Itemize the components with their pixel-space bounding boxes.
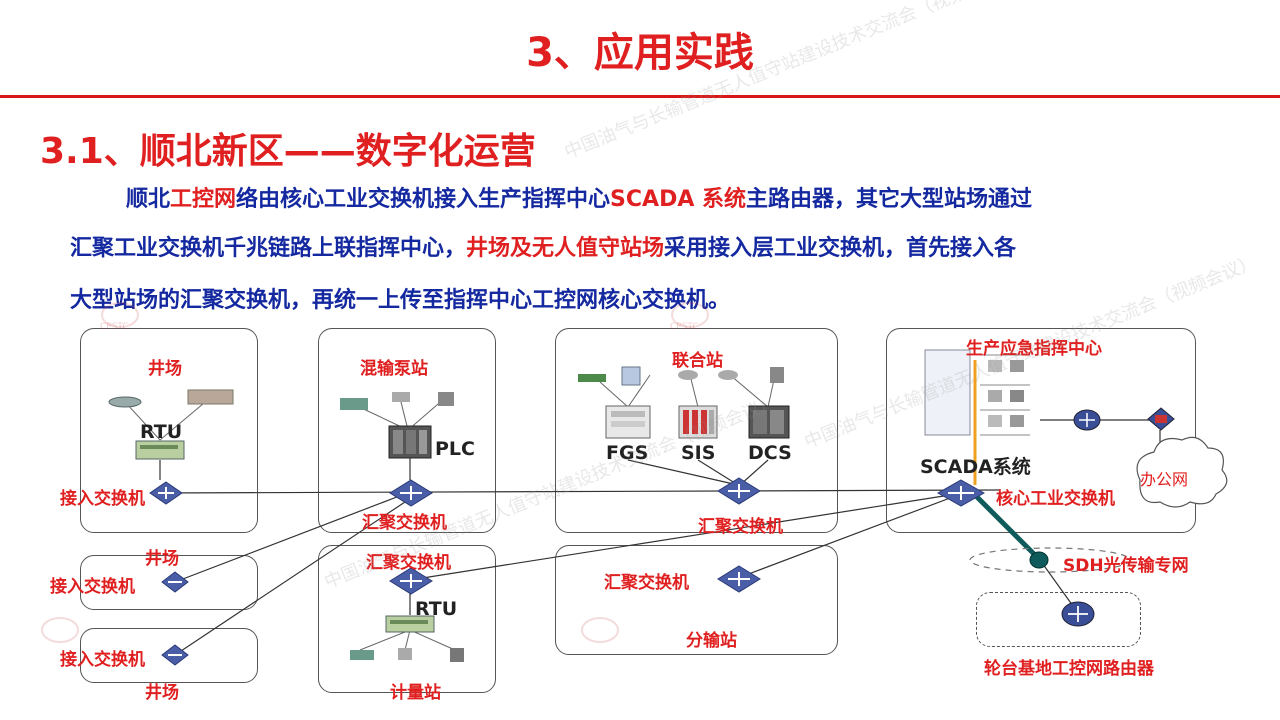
wellsite-3-switch-label: 接入交换机 xyxy=(60,650,145,670)
base-router-box xyxy=(976,592,1141,647)
sdh-network-label: SDH光传输专网 xyxy=(1063,556,1189,576)
wellsite-3-switch-icon xyxy=(161,644,189,666)
paragraph-segment: 大型站场的汇聚交换机，再统一上传至指挥中心工控网核心交换机。 xyxy=(70,288,731,313)
paragraph-segment: 汇聚工业交换机千兆链路上联指挥中心， xyxy=(70,236,467,261)
core-switch-icon xyxy=(936,479,986,507)
transfer-station-switch-label: 汇聚交换机 xyxy=(604,573,689,593)
paragraph-segment: SCADA 系统 xyxy=(610,187,747,212)
joint-aggregation-switch-icon xyxy=(717,477,761,505)
metering-rtu-icon xyxy=(385,615,435,633)
firewall-icon xyxy=(1147,407,1175,431)
paragraph-line-1: 顺北工控网络由核心工业交换机接入生产指挥中心SCADA 系统主路由器，其它大型站… xyxy=(126,181,1032,213)
command-center-box xyxy=(886,328,1196,533)
metering-station-switch-label: 汇聚交换机 xyxy=(366,553,451,573)
joint-station-box xyxy=(555,328,838,533)
joint-station-switch-label: 汇聚交换机 xyxy=(698,517,783,537)
scada-system-label: SCADA系统 xyxy=(920,456,1031,478)
joint-station-dcs-label: DCS xyxy=(748,442,792,464)
wellsite-3-box xyxy=(80,628,258,683)
core-switch-label: 核心工业交换机 xyxy=(996,489,1115,509)
paragraph-line-2: 汇聚工业交换机千兆链路上联指挥中心，井场及无人值守站场采用接入层工业交换机，首先… xyxy=(70,230,1016,262)
paragraph-segment: 顺北 xyxy=(126,187,171,212)
transfer-station-box xyxy=(555,545,838,655)
transfer-station-title: 分输站 xyxy=(686,631,737,651)
command-router-icon xyxy=(1073,409,1101,431)
joint-station-title: 联合站 xyxy=(672,351,723,371)
watermark-logo-2: CPSTC xyxy=(670,322,699,332)
pump-aggregation-switch-icon xyxy=(389,479,433,507)
pump-station-plc-label: PLC xyxy=(435,438,475,460)
wellsite-2-switch-label: 接入交换机 xyxy=(50,577,135,597)
base-router-icon xyxy=(1061,601,1095,627)
pump-station-switch-label: 汇聚交换机 xyxy=(362,513,447,533)
dcs-cabinet-icon xyxy=(748,405,790,439)
transfer-aggregation-switch-icon xyxy=(717,565,761,593)
wellsite-access-switch-icon xyxy=(149,481,183,505)
watermark-logo-1: CPSTC xyxy=(100,322,129,332)
fgs-cabinet-icon xyxy=(605,405,651,439)
wellsite-3-title: 井场 xyxy=(145,683,179,703)
sis-cabinet-icon xyxy=(678,405,718,439)
title-divider xyxy=(0,95,1280,98)
sdh-node-icon xyxy=(1029,551,1049,569)
paragraph-line-3: 大型站场的汇聚交换机，再统一上传至指挥中心工控网核心交换机。 xyxy=(70,282,730,314)
wellsite-2-box xyxy=(80,555,258,610)
base-router-label: 轮台基地工控网路由器 xyxy=(984,659,1154,679)
metering-station-box xyxy=(318,545,496,693)
office-network-label: 办公网 xyxy=(1140,470,1189,489)
section-title: 3.1、顺北新区——数字化运营 xyxy=(40,131,536,172)
paragraph-segment: 井场及无人值守站场 xyxy=(466,236,665,261)
plc-device-icon xyxy=(388,425,432,459)
metering-station-title: 计量站 xyxy=(390,683,441,703)
metering-station-rtu-label: RTU xyxy=(415,598,458,620)
joint-station-sis-label: SIS xyxy=(681,442,716,464)
paragraph-segment: 络由核心工业交换机接入生产指挥中心 xyxy=(236,187,611,212)
wellsite-2-title: 井场 xyxy=(145,549,179,569)
wellsite-main-switch-label: 接入交换机 xyxy=(60,489,145,509)
joint-station-fgs-label: FGS xyxy=(606,442,649,464)
command-center-title: 生产应急指挥中心 xyxy=(966,339,1102,359)
wellsite-main-rtu-label: RTU xyxy=(140,421,183,443)
pump-station-box xyxy=(318,328,496,533)
metering-aggregation-switch-icon xyxy=(389,567,433,595)
paragraph-segment: 主路由器，其它大型站场通过 xyxy=(746,187,1033,212)
wellsite-main-title: 井场 xyxy=(148,359,182,379)
page-title: 3、应用实践 xyxy=(526,30,754,76)
paragraph-segment: 采用接入层工业交换机，首先接入各 xyxy=(664,236,1017,261)
paragraph-segment: 工控网 xyxy=(170,187,237,212)
pump-station-title: 混输泵站 xyxy=(360,359,428,379)
wellsite-2-switch-icon xyxy=(161,571,189,593)
rtu-device-icon xyxy=(135,440,185,460)
wellsite-main-box xyxy=(80,328,258,533)
